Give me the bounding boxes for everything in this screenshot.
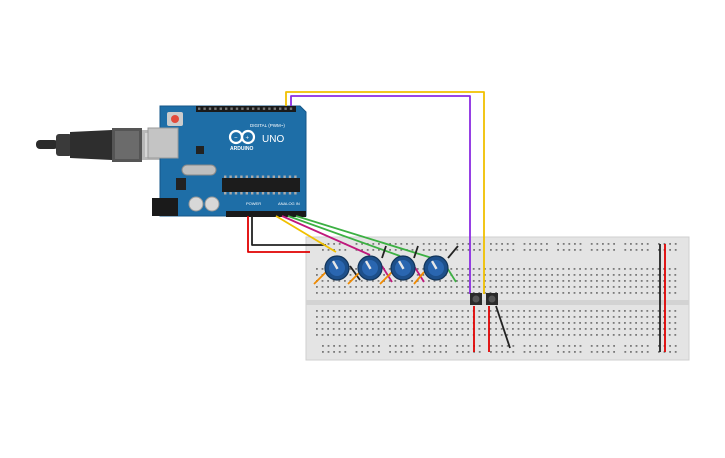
arduino-uno-board[interactable]: − + ARDUINO UNO DIGITAL (PWM~) POWER ANA… bbox=[147, 105, 307, 217]
pot-lead-1[interactable] bbox=[313, 271, 327, 285]
analog-wire-a1[interactable] bbox=[281, 215, 371, 256]
potentiometer-1[interactable] bbox=[324, 255, 350, 281]
analog-header-label: ANALOG IN bbox=[278, 201, 300, 206]
pushbutton-2[interactable] bbox=[486, 293, 498, 305]
potentiometer-3[interactable] bbox=[390, 255, 416, 281]
atmega-chip bbox=[222, 178, 300, 192]
model-text: UNO bbox=[262, 134, 284, 145]
red-wire-5v[interactable] bbox=[247, 216, 310, 253]
analog-wire-a0[interactable] bbox=[275, 215, 337, 253]
power-jack bbox=[152, 198, 178, 216]
brand-text: ARDUINO bbox=[230, 146, 253, 152]
digital-header-label: DIGITAL (PWM~) bbox=[250, 123, 285, 128]
potentiometers[interactable] bbox=[324, 255, 449, 281]
digital-header[interactable] bbox=[196, 106, 296, 112]
analog-wire-a3[interactable] bbox=[295, 215, 433, 259]
power-analog-header[interactable] bbox=[226, 211, 306, 217]
potentiometer-4[interactable] bbox=[423, 255, 449, 281]
arduino-logo: − + bbox=[228, 129, 256, 145]
pushbutton-1[interactable] bbox=[470, 293, 482, 305]
yellow-wire-digital[interactable] bbox=[285, 91, 485, 294]
power-header-label: POWER bbox=[246, 201, 261, 206]
potentiometer-2[interactable] bbox=[357, 255, 383, 281]
svg-text:+: + bbox=[246, 136, 250, 142]
analog-wire-a2[interactable] bbox=[287, 215, 401, 257]
black-wire-gnd[interactable] bbox=[251, 216, 326, 246]
wires[interactable] bbox=[247, 91, 666, 352]
black-wire-button[interactable] bbox=[495, 305, 511, 349]
svg-text:−: − bbox=[234, 136, 238, 142]
purple-wire-digital[interactable] bbox=[290, 95, 471, 294]
